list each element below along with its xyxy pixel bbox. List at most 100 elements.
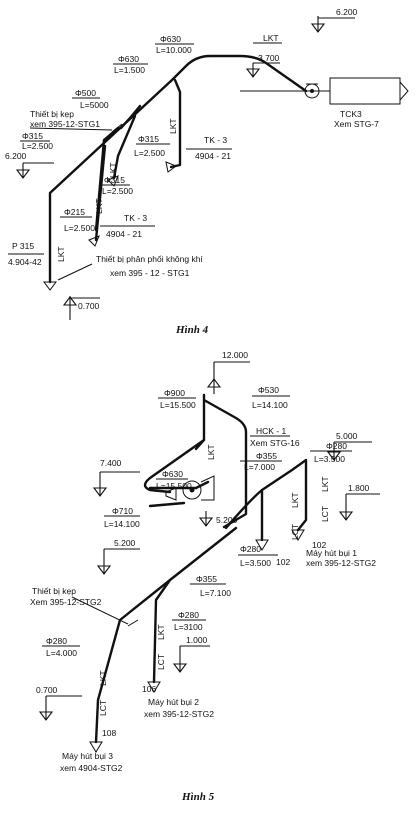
fig5-lct-mid-label: LCT (156, 654, 166, 670)
fig5-dust-102a-icon (255, 539, 269, 551)
fig5-lkt-mid-label: LKT (156, 624, 166, 640)
fig4-branch-315b (112, 114, 137, 180)
fig5-fan-box (200, 475, 215, 501)
fig5-lct-right-a-label: LCT (290, 524, 300, 540)
fig5-node-108-label: 108 (102, 728, 116, 738)
figure-4: 6.200 3.700 6.200 0.700 Φ630 L=10.000 Φ6… (5, 7, 409, 336)
fig4-d630b-label: Φ630 (118, 54, 139, 64)
fig4-l1500-label: L=1.500 (114, 65, 145, 75)
fig4-caption: Hình 4 (175, 324, 209, 336)
fig5-l4000-label: L=4.000 (46, 648, 77, 658)
fig5-elevation-0700: 0.700 (36, 685, 82, 721)
fig4-elevation-left-label: 6.200 (5, 151, 27, 161)
fig5-dust-108-icon (89, 741, 103, 753)
fig5-branch-106 (152, 578, 172, 684)
fig5-node-102b-label: 102 (312, 540, 326, 550)
fig4-lkt-center-label: LKT (108, 162, 118, 178)
fig5-hck-note-1: HCK - 1 (256, 426, 287, 436)
fig4-elevation-left: 6.200 (5, 151, 54, 179)
fig4-tk3b-note-1: TK - 3 (124, 213, 147, 223)
fig5-elevation-5200b: 5.200 (96, 538, 140, 575)
fig4-lkt-left-label: LKT (56, 246, 66, 262)
fig5-l15500b-label: L=15.500 (156, 481, 192, 491)
fig5-l14100a-label: L=14.100 (252, 400, 288, 410)
fig4-d315c-label: Φ315 (138, 134, 159, 144)
fig5-dust3-note-2: xem 4904-STG2 (60, 763, 123, 773)
fig5-hck-note-2: Xem STG-16 (250, 438, 300, 448)
fig4-tank-note-1: TCK3 (340, 109, 362, 119)
fig5-upper-loop (143, 393, 248, 529)
fig5-lkt-right-b-label: LKT (320, 476, 330, 492)
fig5-d900-label: Φ900 (164, 388, 185, 398)
fig4-l2500b-label: L=2.500 (102, 186, 133, 196)
fig4-l10000-label: L=10.000 (156, 45, 192, 55)
fig4-elevation-tank: 3.700 (245, 53, 280, 78)
fig5-dust-102b-icon (291, 529, 305, 541)
fig5-dust2-note-2: xem 395-12-STG2 (144, 709, 214, 719)
fig4-clamp-note-1: Thiết bị kẹp (30, 109, 74, 119)
fig5-l3500a-label: L=3.500 (314, 454, 345, 464)
fig5-damper-icon (165, 487, 177, 501)
fig5-elevation-0700-label: 0.700 (36, 685, 58, 695)
fig4-branch-500 (119, 104, 142, 130)
fig4-elevation-tank-label: 3.700 (258, 53, 280, 63)
fig5-d530-label: Φ530 (258, 385, 279, 395)
fig4-tank-note-2: Xem STG-7 (334, 119, 379, 129)
fig4-l2500c-label: L=2.500 (134, 148, 165, 158)
fig4-tk3a-note-1: TK - 3 (204, 135, 227, 145)
fig5-l3100-label: L=3100 (174, 622, 203, 632)
fig5-l3500b-label: L=3.500 (240, 558, 271, 568)
fig5-elevation-1800-label: 1.800 (348, 483, 370, 493)
fig4-diffuser-d (43, 281, 57, 291)
fig5-fan-hub-icon (189, 487, 195, 493)
fig5-l14100b-label: L=14.100 (104, 519, 140, 529)
fig4-diffuser-b (107, 175, 119, 187)
fig5-clamp-note-2: Xem 395-12-STG2 (30, 597, 102, 607)
fig5-duct-710 (148, 501, 186, 508)
fig4-diffuser-a (88, 235, 100, 247)
fig4-branch-215 (94, 144, 107, 242)
fig5-caption: Hình 5 (181, 791, 215, 803)
fig5-d280a-label: Φ280 (326, 441, 347, 451)
fig5-lkt-right-a-label: LKT (290, 492, 300, 508)
fig4-diffuser-c (165, 161, 178, 173)
fig4-d315a-label: Φ315 (22, 131, 43, 141)
fig5-duct-630 (148, 480, 210, 490)
fig4-dist-note-2: xem 395 - 12 - STG1 (110, 268, 190, 278)
fig4-lkt-top-label: LKT (263, 33, 279, 43)
fig4-main-duct (48, 54, 308, 284)
fig4-elevation-top: 6.200 (310, 7, 358, 33)
fig5-dust1-note-1: Máy hút bụi 1 (306, 548, 357, 558)
fig4-lkt-mid-label: LKT (94, 198, 104, 214)
fig4-l5000-label: L=5000 (80, 100, 109, 110)
fig4-clamp-mark (111, 123, 123, 133)
fig5-d710-label: Φ710 (112, 506, 133, 516)
fig4-elevation-top-label: 6.200 (336, 7, 358, 17)
fig4-l2500d-label: L=2.500 (64, 223, 95, 233)
fig4-d315b-label: Φ315 (104, 175, 125, 185)
fig5-elevation-5200a: 5.200 (198, 511, 238, 527)
fig5-elevation-7400-label: 7.400 (100, 458, 122, 468)
fig5-dust-106-icon (147, 681, 161, 693)
fig4-elevation-bottom-label: 0.700 (78, 301, 100, 311)
fig4-elevation-bottom: 0.700 (62, 296, 100, 320)
fig4-d500-label: Φ500 (75, 88, 96, 98)
fig5-dust1-note-2: xem 395-12-STG2 (306, 558, 376, 568)
fig5-fan-icon (182, 480, 202, 500)
fig4-tk3b-note-2: 4904 - 21 (106, 229, 142, 239)
fig5-l15500a-label: L=15.500 (160, 400, 196, 410)
fig4-p315-note-1: P 315 (12, 241, 34, 251)
fig5-lct-left-label: LCT (98, 700, 108, 716)
fig5-d355a-label: Φ355 (256, 451, 277, 461)
fig5-elevation-1000-label: 1.000 (186, 635, 208, 645)
fig5-elevation-top-label: 12.000 (222, 350, 248, 360)
fig5-d280c-label: Φ280 (178, 610, 199, 620)
fig5-elevation-top: 12.000 (206, 350, 250, 394)
fig5-d280b-label: Φ280 (240, 544, 261, 554)
fig5-clamp-mark (127, 619, 139, 627)
fig5-dust2-note-1: Máy hút bụi 2 (148, 697, 199, 707)
fig5-d630-label: Φ630 (162, 469, 183, 479)
fig4-tank-end (399, 81, 409, 101)
